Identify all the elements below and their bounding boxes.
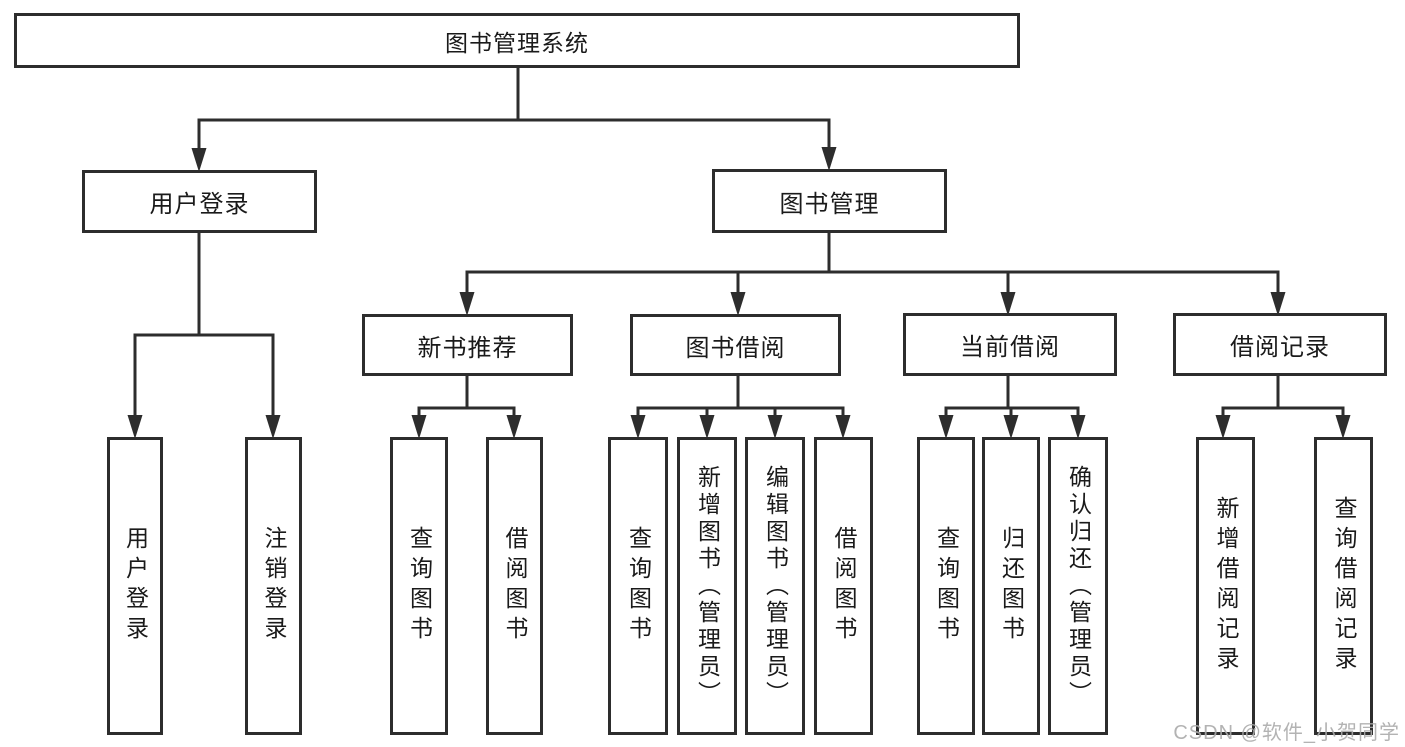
node-new-book-recommendation: 新书推荐 (362, 314, 573, 376)
node-current-borrowing: 当前借阅 (903, 313, 1117, 376)
leaf-borrow-books-borrowing: 借阅图书 (814, 437, 873, 735)
leaf-edit-book-admin: 编辑图书（管理员） (745, 437, 805, 735)
leaf-borrow-books-recommend: 借阅图书 (486, 437, 543, 735)
leaf-confirm-return-admin: 确认归还（管理员） (1048, 437, 1108, 735)
arrowhead-icons (127, 147, 1351, 439)
leaf-return-books: 归还图书 (982, 437, 1040, 735)
leaf-logout: 注销登录 (245, 437, 302, 735)
leaf-query-borrow-record: 查询借阅记录 (1314, 437, 1373, 735)
node-book-borrowing: 图书借阅 (630, 314, 841, 376)
node-book-management: 图书管理 (712, 169, 947, 233)
leaf-query-books-borrowing: 查询图书 (608, 437, 668, 735)
node-user-login: 用户登录 (82, 170, 317, 233)
node-borrow-records: 借阅记录 (1173, 313, 1387, 376)
node-library-system: 图书管理系统 (14, 13, 1020, 68)
leaf-add-borrow-record: 新增借阅记录 (1196, 437, 1255, 735)
leaf-query-books-recommend: 查询图书 (390, 437, 448, 735)
csdn-watermark: CSDN @软件_小贺同学 (1173, 722, 1400, 744)
leaf-add-book-admin: 新增图书（管理员） (677, 437, 737, 735)
leaf-user-login: 用户登录 (107, 437, 163, 735)
leaf-query-books-current: 查询图书 (917, 437, 975, 735)
